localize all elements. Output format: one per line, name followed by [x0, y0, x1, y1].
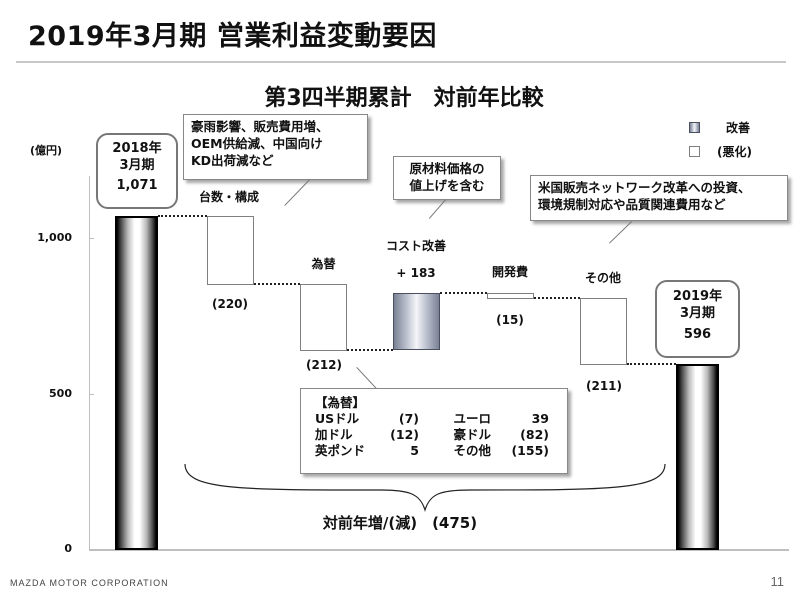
fx-value: (7)	[398, 411, 419, 426]
callout-line: 環境規制対応や品質関連費用など	[538, 197, 726, 212]
y-axis-unit: (億円)	[30, 144, 63, 157]
end-total-box: 2019年 3月期 596	[655, 280, 740, 358]
footer-brand: MAZDA MOTOR CORPORATION	[10, 578, 169, 588]
callout-leader-line	[428, 199, 446, 219]
callout-line: 値上げを含む	[409, 178, 485, 193]
fx-value: 5	[410, 443, 419, 458]
legend-deterioration-swatch	[689, 146, 700, 157]
page-title: 2019年3月期 営業利益変動要因	[28, 21, 437, 52]
bar-label-volume-mix: 台数・構成	[198, 190, 259, 204]
bar-fx	[300, 284, 347, 351]
connector-line	[158, 215, 207, 217]
callout-line: OEM供給減、中国向け	[191, 136, 323, 151]
value-fx: (212)	[305, 358, 343, 372]
connector-line	[440, 292, 487, 294]
bar-label-fx: 為替	[311, 257, 336, 271]
bar-rnd	[487, 293, 534, 299]
y-tick-label-500: 500	[49, 387, 72, 400]
callout-volume-mix: 豪雨影響、販売費用増、 OEM供給減、中国向け KD出荷減など	[183, 114, 368, 180]
fx-value: (155)	[511, 443, 549, 458]
fx-row: USドル (7) ユーロ 39	[315, 411, 549, 427]
title-divider	[16, 61, 786, 63]
callout-leader-line	[284, 179, 310, 206]
callout-cost: 原材料価格の 値上げを含む	[393, 156, 501, 200]
fx-row: 英ポンド 5 その他 (155)	[315, 443, 549, 459]
chart-subtitle: 第3四半期累計 対前年比較	[264, 86, 544, 111]
bar-cost-improvement	[393, 293, 440, 350]
end-value: 596	[683, 327, 712, 342]
legend-improvement-swatch	[689, 122, 700, 133]
y-tick	[89, 394, 94, 395]
fx-breakdown-box: 【為替】 USドル (7) ユーロ 39 加ドル (12) 豪ドル (82) 英…	[300, 388, 568, 474]
fx-currency: ユーロ	[453, 411, 491, 426]
start-total-box: 2018年 3月期 1,071	[96, 133, 178, 209]
connector-line	[347, 349, 393, 351]
bar-label-other: その他	[584, 271, 621, 285]
fx-currency: 英ポンド	[315, 443, 366, 458]
start-period: 3月期	[119, 158, 155, 173]
callout-leader-line	[609, 221, 632, 244]
end-year: 2019年	[672, 289, 723, 304]
fx-currency: USドル	[315, 411, 360, 426]
brace-icon	[184, 463, 666, 513]
y-tick-label-1000: 1,000	[37, 231, 72, 244]
end-period: 3月期	[679, 306, 716, 321]
value-rnd: (15)	[496, 313, 524, 327]
bar-2019-total	[676, 364, 719, 550]
y-tick	[89, 238, 94, 239]
fx-breakdown-table: USドル (7) ユーロ 39 加ドル (12) 豪ドル (82) 英ポンド 5…	[315, 411, 549, 459]
fx-currency: その他	[453, 443, 491, 458]
bar-label-cost: コスト改善	[385, 239, 446, 253]
bar-volume-mix	[207, 216, 254, 285]
y-axis-line	[89, 176, 90, 550]
start-value: 1,071	[116, 178, 158, 193]
fx-value: (12)	[390, 427, 419, 442]
legend-deterioration-label: (悪化)	[717, 145, 752, 159]
connector-line	[534, 297, 580, 299]
connector-line	[627, 363, 676, 365]
connector-line	[254, 283, 300, 285]
legend-improvement-label: 改善	[726, 121, 751, 135]
callout-other: 米国販売ネットワーク改革への投資、 環境規制対応や品質関連費用など	[530, 175, 788, 221]
bar-other	[580, 298, 627, 365]
fx-row: 加ドル (12) 豪ドル (82)	[315, 427, 549, 443]
value-cost: + 183	[396, 266, 436, 280]
page-number: 11	[770, 574, 785, 589]
callout-line: KD出荷減など	[191, 153, 274, 168]
value-other: (211)	[585, 379, 623, 393]
bar-2018-total	[115, 216, 158, 550]
fx-breakdown-heading: 【為替】	[315, 395, 366, 410]
callout-line: 米国販売ネットワーク改革への投資、	[538, 180, 751, 195]
fx-value: (82)	[520, 427, 549, 442]
fx-currency: 豪ドル	[453, 427, 491, 442]
value-volume-mix: (220)	[211, 297, 249, 311]
y-tick-label-0: 0	[64, 542, 72, 555]
start-year: 2018年	[112, 141, 162, 156]
fx-currency: 加ドル	[315, 427, 353, 442]
fx-value: 39	[531, 411, 549, 426]
x-axis-line	[89, 549, 789, 551]
callout-line: 原材料価格の	[409, 161, 485, 176]
bar-label-rnd: 開発費	[491, 265, 528, 279]
total-change-label: 対前年増/(減) (475)	[322, 514, 478, 532]
callout-line: 豪雨影響、販売費用増、	[191, 119, 329, 134]
